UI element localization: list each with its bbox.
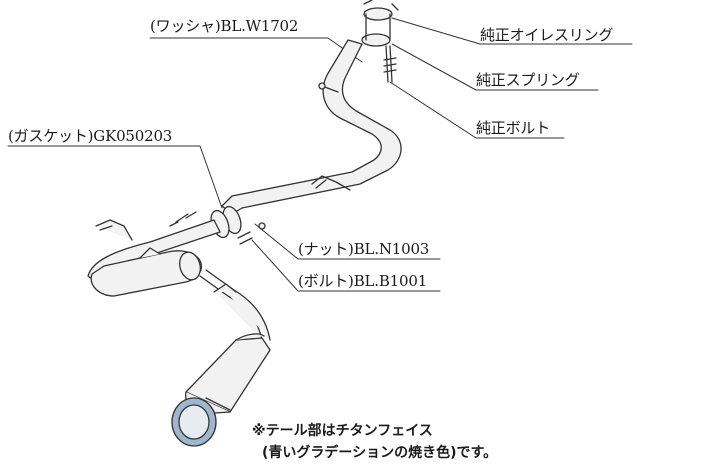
mid-hanger (311, 175, 351, 191)
gasket-label: (ガスケット)GK050203 (8, 127, 173, 145)
spring-label: 純正スプリング (476, 71, 580, 89)
front-pipe (221, 39, 402, 215)
nut-label: (ナット)BL.N1003 (298, 240, 430, 258)
tail-note-line2: (青いグラデーションの焼き色)です。 (262, 445, 498, 461)
bolt-label: (ボルト)BL.B1001 (298, 272, 428, 290)
rear-silencer (90, 247, 271, 341)
oil-ring-label: 純正オイレスリング (480, 26, 614, 44)
leader-lines (7, 17, 633, 292)
tail-note-line1: ※テール部はチタンフェイス (252, 423, 433, 439)
oem-bolt-label: 純正ボルト (476, 119, 551, 137)
tail-tip (171, 397, 231, 447)
washer-label: (ワッシャ)BL.W1702 (150, 17, 299, 35)
front-flange (361, 0, 399, 83)
